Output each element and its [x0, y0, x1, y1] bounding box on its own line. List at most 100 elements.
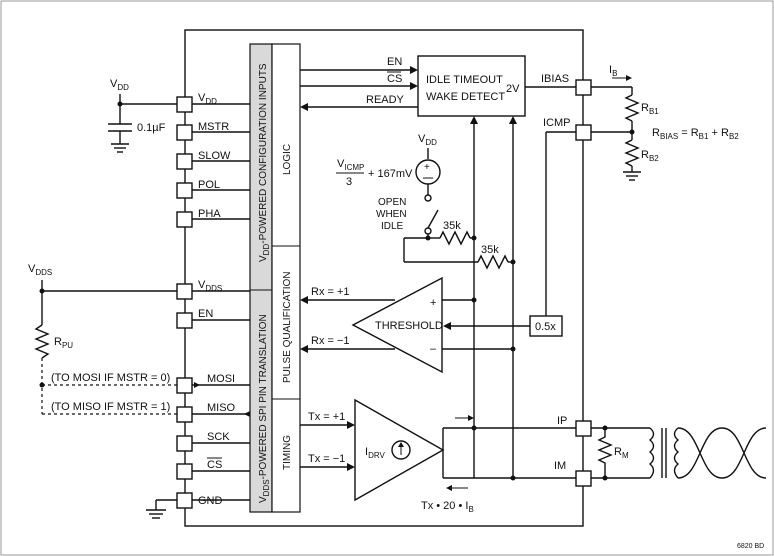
- miso-arrow: [244, 411, 250, 417]
- rb2-resistor: [624, 139, 640, 167]
- pin-label-ibias: IBIAS: [541, 73, 569, 85]
- spi-bar-label: VDDS-POWERED SPI PIN TRANSLATION: [258, 314, 271, 503]
- vicmp-denominator: 3: [346, 176, 352, 188]
- pin-im: [575, 470, 592, 487]
- rm-resistor: [597, 428, 613, 478]
- rbias-equation: RBIAS = RB1 + RB2: [652, 127, 739, 141]
- pin-gnd: [176, 492, 193, 509]
- cap-value: 0.1µF: [137, 122, 166, 134]
- tx-driver: [354, 398, 445, 502]
- idle-line1: IDLE TIMEOUT: [426, 74, 503, 86]
- ip-current-arrow: [468, 415, 474, 421]
- idle-line2: WAKE DETECT: [426, 91, 505, 103]
- pin-label-sck: SCK: [207, 431, 230, 443]
- rx-pos-label: Rx = +1: [311, 286, 350, 298]
- comp-plus-node: [471, 297, 477, 303]
- pin-label-miso: MISO: [207, 402, 236, 414]
- rb1-label: RB1: [641, 102, 659, 116]
- ib-arrow: [626, 75, 632, 81]
- cs-wire-label: CS: [387, 73, 402, 85]
- pin-icmp: [575, 124, 592, 141]
- figure-id: 6820 BD: [737, 543, 764, 550]
- vdds-node: [39, 288, 45, 294]
- r2-node: [510, 259, 516, 265]
- rx-pos-arrow: [300, 296, 308, 304]
- comp-minus: –: [430, 343, 437, 355]
- pin-vdd: [176, 96, 193, 113]
- pin-slow: [176, 153, 193, 170]
- pin-label-cs: CS: [207, 459, 222, 471]
- ext-vdds-label: VDDS: [28, 263, 52, 277]
- internal-vdd-label: VDD: [418, 133, 437, 147]
- source-plus: +: [424, 162, 430, 173]
- transformer-primary: [648, 427, 655, 479]
- switch-terminal-bottom: [424, 227, 432, 235]
- switch-label-3: IDLE: [381, 221, 404, 232]
- to-mosi-label: (TO MOSI IF MSTR = 0): [51, 372, 170, 384]
- pin-miso: [176, 406, 193, 423]
- tx-pos-label: Tx = +1: [308, 411, 345, 423]
- comp-minus-node: [510, 346, 516, 352]
- r1-node: [471, 235, 477, 241]
- pin-label-pol: POL: [198, 179, 220, 191]
- pin-label-vdd: VDD: [198, 92, 217, 106]
- im-node: [510, 475, 516, 481]
- pin-label-mosi: MOSI: [207, 373, 235, 385]
- rx-neg-arrow: [300, 345, 308, 353]
- idle-switch: [427, 209, 439, 229]
- pin-label-slow: SLOW: [198, 150, 231, 162]
- rpu-label: RPU: [54, 336, 73, 350]
- switch-label-1: OPEN: [378, 197, 406, 208]
- switch-label-2: WHEN: [376, 209, 407, 220]
- switch-terminal-top: [424, 194, 432, 202]
- pin-mstr: [176, 124, 193, 141]
- vbus-1-arrow: [470, 116, 478, 124]
- idrv-arrow-head: [398, 442, 404, 447]
- icmp-node: [629, 129, 635, 135]
- gain-label: 0.5x: [535, 321, 556, 333]
- mosi-arrow: [194, 382, 200, 388]
- comp-plus: +: [430, 297, 436, 309]
- rpu-node: [39, 382, 45, 388]
- idle-voltage: 2V: [506, 83, 520, 95]
- ground-icon: [623, 171, 641, 181]
- pin-label-mstr: MSTR: [198, 121, 229, 133]
- r2-label: 35k: [481, 244, 499, 256]
- tx-pos-arrow: [347, 421, 355, 429]
- pin-label-pha: PHA: [198, 208, 221, 220]
- transformer-secondary: [673, 427, 680, 479]
- switch-node: [425, 235, 431, 241]
- threshold-label: THRESHOLD: [375, 320, 443, 332]
- pin-label-icmp: ICMP: [543, 117, 571, 129]
- ext-vdd-label: VDD: [110, 78, 129, 92]
- cs-arrow: [410, 82, 418, 90]
- pin-ip: [575, 420, 592, 437]
- pin-ibias: [575, 79, 592, 96]
- pulse-qualification-label: PULSE QUALIFICATION: [282, 271, 293, 383]
- vbus-2-arrow: [509, 116, 517, 124]
- rpu-resistor: [34, 324, 50, 359]
- vicmp-numerator: VICMP: [337, 158, 364, 172]
- pin-label-im: IM: [554, 460, 566, 472]
- pin-label-gnd: GND: [198, 495, 223, 507]
- tx-equation: Tx • 20 • IB: [421, 500, 474, 514]
- r2-resistor: [477, 254, 509, 270]
- pin-en: [176, 312, 193, 329]
- ip-node: [471, 425, 477, 431]
- ground-icon: [111, 143, 129, 153]
- logic-column: [271, 43, 301, 513]
- en-label: EN: [387, 56, 402, 68]
- rb1-resistor: [624, 94, 640, 122]
- ib-label: IB: [609, 64, 617, 78]
- pin-pha: [176, 211, 193, 228]
- tx-neg-label: Tx = −1: [308, 453, 345, 465]
- left-pin-stubs: [192, 103, 250, 501]
- r1-resistor: [439, 230, 471, 246]
- pin-label-en: EN: [198, 308, 213, 320]
- en-arrow: [410, 66, 418, 74]
- ready-arrow: [300, 103, 308, 111]
- idrv-source-icon: [391, 440, 411, 460]
